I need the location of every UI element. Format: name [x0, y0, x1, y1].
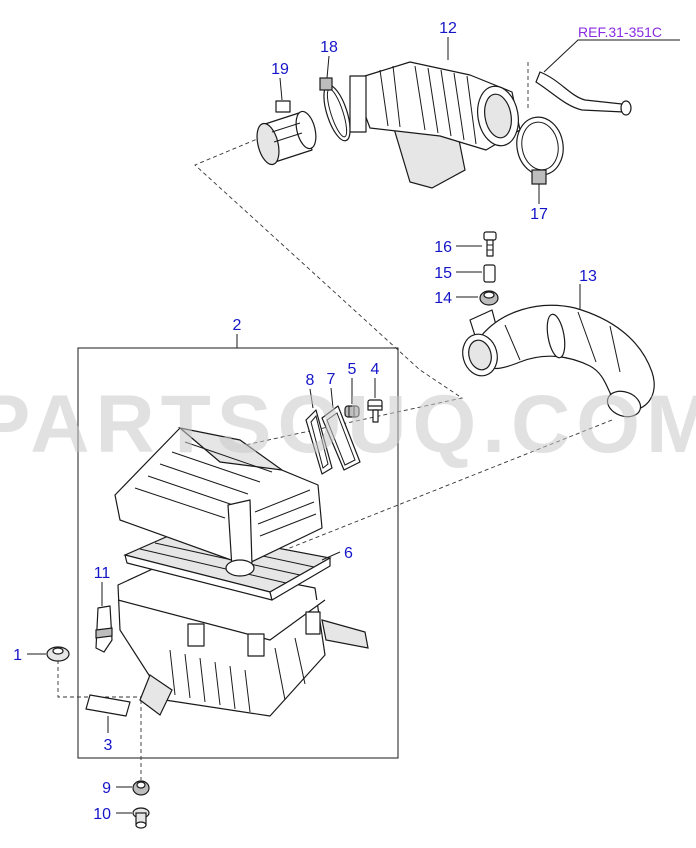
part-19-air-flow-sensor [256, 100, 317, 166]
part-15-collar [483, 264, 496, 283]
callout-3[interactable]: 3 [104, 737, 113, 754]
callout-14[interactable]: 14 [434, 290, 452, 307]
part-17-band-clamp [516, 116, 564, 185]
part-9-grommet [132, 780, 150, 796]
callout-11[interactable]: 11 [94, 565, 111, 582]
callout-9[interactable]: 9 [102, 780, 111, 797]
part-12-intake-hose [349, 61, 521, 189]
callout-4[interactable]: 4 [371, 361, 380, 378]
callout-15[interactable]: 15 [434, 265, 452, 282]
part-16-bolt [483, 231, 497, 257]
part-5-grommet [344, 405, 360, 418]
callout-16[interactable]: 16 [434, 239, 452, 256]
part-11-clip [95, 605, 113, 653]
part-1-nut [46, 646, 70, 662]
callouts: 2 1 3 4 5 6 7 8 9 10 11 12 13 14 15 16 1… [13, 20, 597, 823]
watermark: PARTSOUQ.COM [0, 379, 696, 470]
part-18-hose-clamp [319, 77, 351, 142]
part-13-intake-duct [462, 304, 655, 418]
callout-6[interactable]: 6 [344, 545, 353, 562]
callout-18[interactable]: 18 [320, 39, 338, 56]
callout-8[interactable]: 8 [306, 372, 315, 389]
reference-hose [527, 62, 632, 116]
callout-5[interactable]: 5 [348, 361, 357, 378]
callout-2[interactable]: 2 [233, 317, 242, 334]
leader-lines [27, 37, 680, 814]
guide-line-right [251, 419, 613, 564]
callout-12[interactable]: 12 [439, 20, 457, 37]
part-14-grommet [479, 290, 499, 306]
part-2-air-cleaner [114, 426, 369, 717]
assembly-frame [77, 347, 399, 759]
callout-10[interactable]: 10 [93, 806, 111, 823]
callout-13[interactable]: 13 [579, 268, 597, 285]
part-7-seal [321, 405, 361, 471]
guide-line-left [57, 660, 142, 698]
part-4-bolt [367, 399, 383, 423]
part-10-bolt [132, 807, 150, 829]
callout-19[interactable]: 19 [271, 61, 289, 78]
callout-7[interactable]: 7 [327, 371, 336, 388]
part-3-label [85, 694, 131, 717]
part-8-gasket [305, 409, 333, 475]
callout-1[interactable]: 1 [13, 647, 22, 664]
reference-label[interactable]: REF.31-351C [578, 24, 662, 40]
guide-line-upper [194, 136, 464, 448]
callout-17[interactable]: 17 [530, 206, 548, 223]
